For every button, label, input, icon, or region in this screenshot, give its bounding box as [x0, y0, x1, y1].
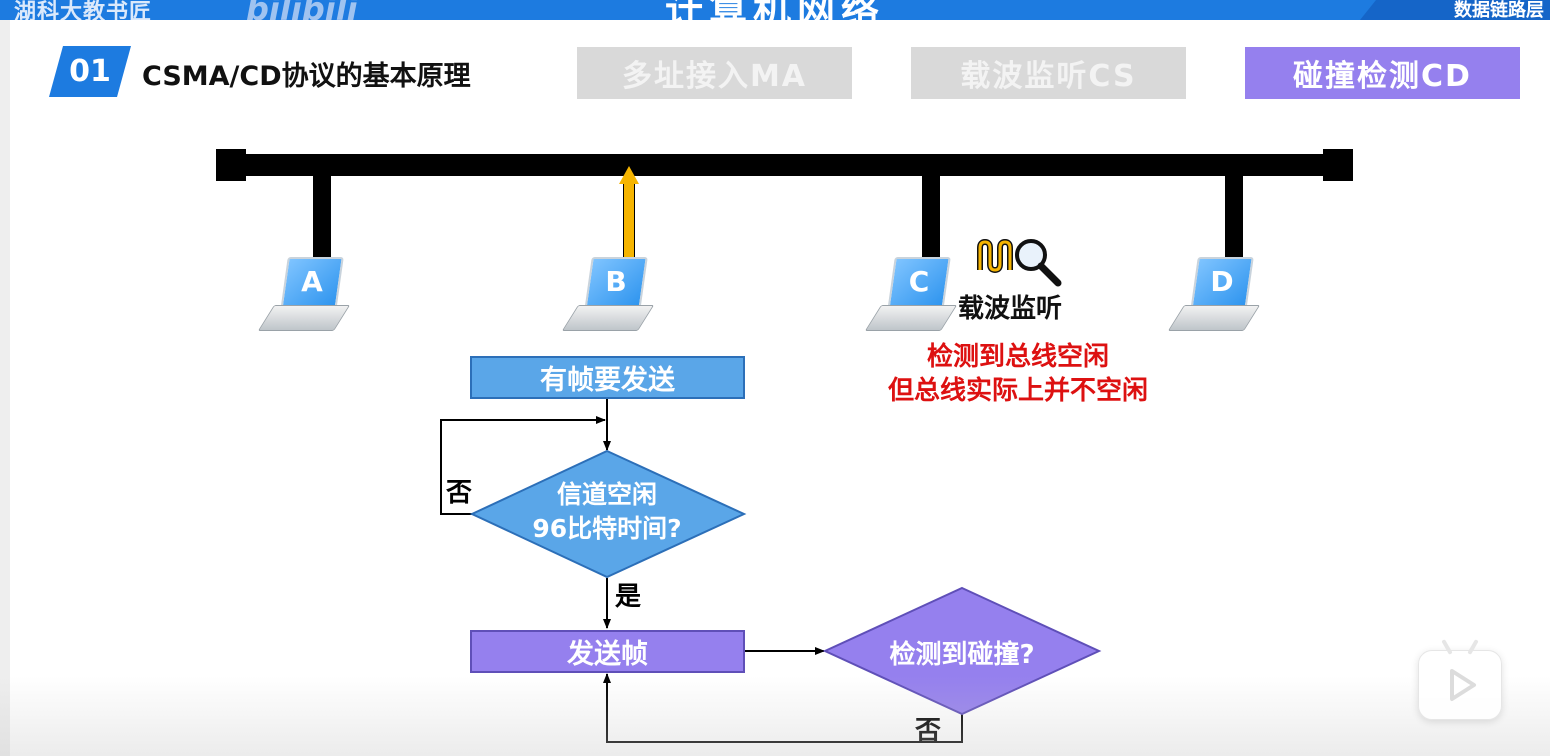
- no-label-2: 否: [915, 716, 942, 746]
- yes-label: 是: [615, 582, 642, 612]
- bilibili-logo: bilibili: [246, 0, 358, 20]
- bilibili-tv-play-button[interactable]: [1418, 639, 1502, 720]
- send-frame-box: 发送帧: [470, 630, 745, 673]
- carrier-sense-label: 载波监听: [958, 294, 1063, 324]
- section-title: CSMA/CD协议的基本原理: [142, 61, 471, 92]
- station-label: B: [605, 265, 627, 298]
- top-banner: 湖科大教书匠 bilibili 计算机网络 数据链路层: [0, 0, 1550, 20]
- no-label: 否: [446, 478, 473, 508]
- bus-terminator-left: [216, 149, 246, 181]
- bus-terminator-right: [1323, 149, 1353, 181]
- bus-drop-a: [313, 174, 331, 272]
- bus-drop-d: [1225, 174, 1243, 272]
- collision-detected-decision: [822, 586, 1102, 716]
- tab-collision-detection[interactable]: 碰撞检测CD: [1245, 47, 1520, 99]
- warning-line-1: 检测到总线空闲: [926, 342, 1109, 372]
- station-d: D: [1167, 255, 1262, 341]
- left-margin-strip: [0, 0, 10, 756]
- station-c: C: [864, 255, 959, 341]
- collision-question: 检测到碰撞?: [889, 640, 1035, 670]
- play-icon: [1450, 669, 1476, 701]
- tab-multiple-access[interactable]: 多址接入MA: [577, 47, 852, 99]
- station-a: A: [257, 255, 352, 341]
- station-label: A: [301, 265, 323, 298]
- warning-line-2: 但总线实际上并不空闲: [887, 376, 1148, 406]
- chapter-title: 数据链路层: [1454, 0, 1544, 20]
- bus-drop-c: [922, 174, 940, 272]
- carrier-wave-magnifier-icon: [977, 238, 1062, 287]
- channel-idle-question: 信道空闲 96比特时间?: [500, 478, 714, 546]
- shared-bus: [216, 154, 1353, 176]
- tab-carrier-sense[interactable]: 载波监听CS: [911, 47, 1186, 99]
- station-b: B: [561, 255, 656, 341]
- chapter-badge: [1360, 0, 1550, 20]
- course-title: 计算机网络: [665, 0, 885, 20]
- station-label: D: [1210, 265, 1234, 298]
- uploader-watermark: 湖科大教书匠: [14, 0, 153, 20]
- start-box: 有帧要发送: [470, 356, 745, 399]
- channel-idle-decision: [469, 449, 747, 579]
- section-number-badge: 01: [49, 46, 131, 97]
- station-label: C: [908, 265, 930, 298]
- signal-arrow-icon: [619, 166, 639, 184]
- decision1-line-1: 信道空闲: [556, 480, 657, 509]
- decision1-line-2: 96比特时间?: [532, 514, 682, 543]
- false-idle-warning: 检测到总线空闲 但总线实际上并不空闲: [868, 340, 1168, 408]
